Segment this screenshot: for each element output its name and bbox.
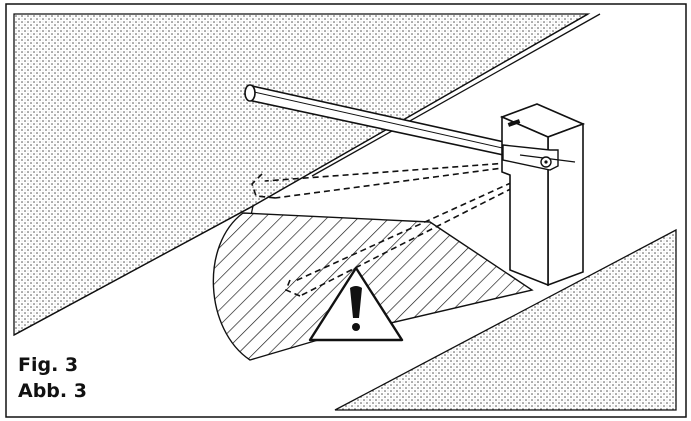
road-center-line [311,13,601,177]
figure-caption-line-1: Fig. 3 [18,354,79,376]
figure-caption-line-2: Abb. 3 [18,380,87,402]
ray-ground-far [292,165,549,283]
hatched-danger-zone [212,212,534,361]
warning-triangle-exclamation-icon [308,266,404,342]
ray-receiver-box [251,173,277,199]
ray-ground-near [299,169,549,297]
ray-ground-box [284,279,301,297]
lower-right-pavement [334,228,677,411]
ray-upper [264,159,549,182]
barrier-cabinet [499,103,586,287]
